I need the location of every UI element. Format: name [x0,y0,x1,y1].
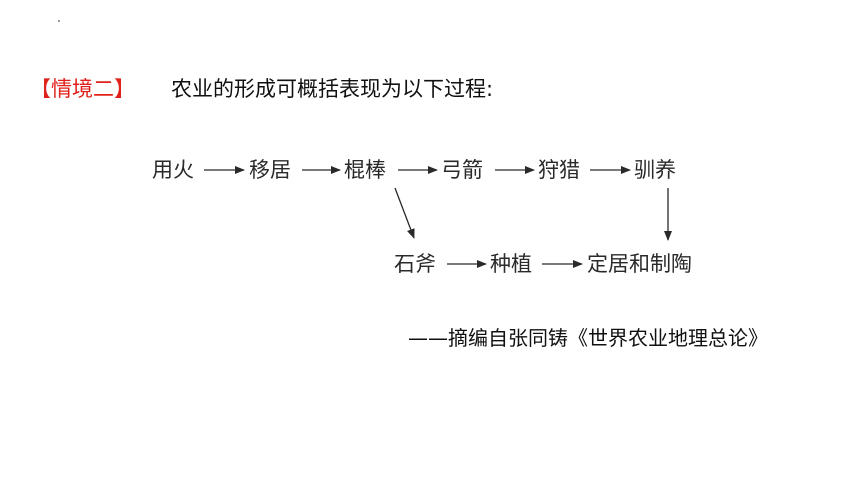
scenario-tag: 【情境二】 [30,77,135,101]
scenario-heading: 【情境二】 农业的形成可概括表现为以下过程: [30,72,493,104]
node-domestication: 驯养 [634,158,676,182]
node-settle-pottery: 定居和制陶 [587,252,692,276]
node-club: 棍棒 [344,158,386,182]
source-citation: ——摘编自张同铸《世界农业地理总论》 [408,326,768,350]
node-bow-arrow: 弓箭 [441,158,483,182]
scenario-intro: 农业的形成可概括表现为以下过程: [171,77,494,101]
node-migrate: 移居 [249,158,291,182]
node-hunting: 狩猎 [538,158,580,182]
node-stone-axe: 石斧 [394,252,436,276]
node-planting: 种植 [490,252,532,276]
arrow-club-to-stone-axe [394,187,415,239]
decorative-dot [58,20,60,22]
node-use-fire: 用火 [152,158,194,182]
